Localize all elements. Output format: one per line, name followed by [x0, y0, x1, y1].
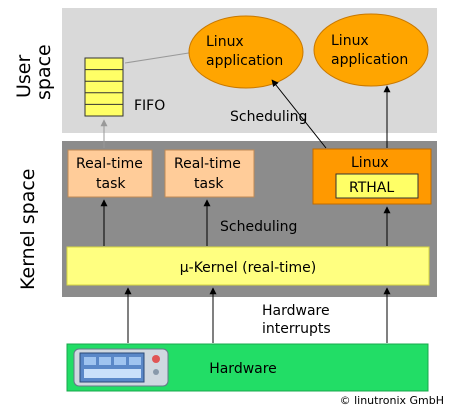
mu-kernel-box — [66, 246, 430, 286]
hw-interrupts-label-line1: Hardware — [262, 303, 330, 319]
copyright-text: © linutronix GmbH — [340, 394, 444, 407]
rthal-label: RTHAL — [349, 180, 394, 196]
fifo-label: FIFO — [134, 98, 165, 114]
linux-application-1-line2: application — [206, 53, 283, 69]
linux-kernel-label: Linux — [351, 155, 389, 171]
hardware-device-image — [73, 348, 169, 387]
user-space-label-line1: User — [13, 55, 35, 98]
real-time-task-1-line1: Real-time — [76, 156, 143, 172]
mu-kernel-label: µ-Kernel (real-time) — [180, 260, 317, 276]
hardware-label: Hardware — [209, 361, 277, 377]
real-time-task-2 — [164, 149, 255, 198]
linux-application-1-line1: Linux — [206, 34, 244, 50]
linux-application-2-line1: Linux — [331, 33, 369, 49]
hw-interrupts-label-line2: interrupts — [262, 321, 331, 337]
rthal-box — [335, 173, 419, 199]
linux-application-2 — [313, 13, 429, 87]
kernel-scheduling-label: Scheduling — [220, 219, 297, 235]
real-time-task-2-line1: Real-time — [174, 156, 241, 172]
linux-to-app1-arrow — [271, 79, 327, 149]
user-scheduling-label: Scheduling — [230, 109, 307, 125]
linux-application-2-line2: application — [331, 52, 408, 68]
fifo-stack — [84, 57, 124, 117]
real-time-task-1-line2: task — [96, 176, 126, 192]
real-time-task-2-line2: task — [194, 176, 224, 192]
real-time-task-1 — [67, 149, 153, 198]
user-space-label-line2: space — [33, 44, 55, 100]
fifo-to-app-arrow — [124, 49, 196, 64]
linux-application-1 — [188, 15, 304, 89]
kernel-space-label: Kernel space — [17, 169, 39, 290]
